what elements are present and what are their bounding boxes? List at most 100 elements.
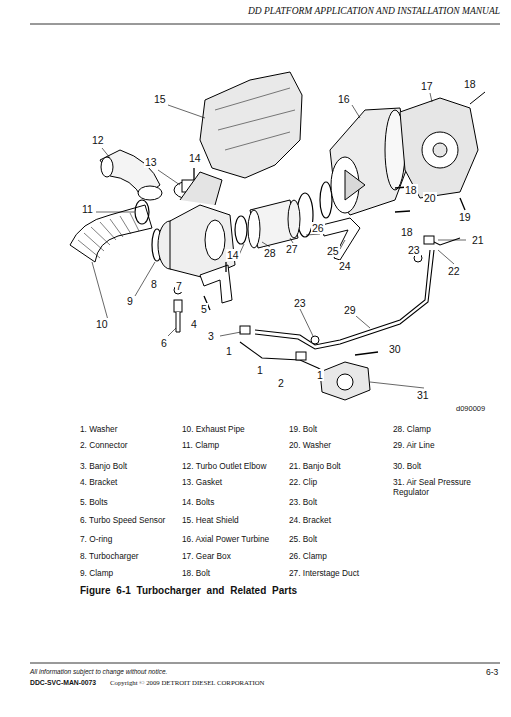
page-rule bbox=[30, 663, 500, 664]
clamp-ring bbox=[320, 182, 332, 218]
parts-list-item: 15. Heat Shield bbox=[182, 516, 239, 526]
exhaust-pipe bbox=[78, 213, 139, 258]
turbo-speed-sensor bbox=[174, 300, 182, 312]
drawing-number: d090009 bbox=[456, 405, 485, 414]
heat-shield bbox=[215, 88, 295, 150]
banjo-fitting bbox=[311, 336, 319, 344]
parts-list-item: 6. Turbo Speed Sensor bbox=[80, 516, 165, 526]
banjo-fitting bbox=[240, 236, 434, 360]
air-line bbox=[255, 250, 430, 345]
air-seal-pressure-regulator bbox=[320, 362, 370, 400]
parts-list-item: 13. Gasket bbox=[182, 478, 222, 488]
leader-line bbox=[220, 332, 241, 336]
callout-number: 23 bbox=[293, 297, 307, 309]
heat-shield bbox=[200, 72, 302, 178]
callout-number: 14 bbox=[226, 249, 240, 261]
parts-list-item: 20. Washer bbox=[289, 441, 331, 451]
callout-number: 28 bbox=[263, 247, 277, 259]
parts-list-item: 24. Bracket bbox=[289, 516, 331, 526]
leader-line bbox=[352, 105, 360, 118]
callout-number: 3 bbox=[207, 330, 215, 342]
callout-number: 1 bbox=[256, 364, 264, 376]
callout-number: 16 bbox=[337, 93, 351, 105]
callout-number: 31 bbox=[416, 389, 430, 401]
callout-number: 23 bbox=[407, 244, 421, 256]
leader-line bbox=[370, 382, 424, 388]
parts-list-item: 26. Clamp bbox=[289, 552, 327, 562]
callout-number: 26 bbox=[311, 222, 325, 234]
callout-number: 5 bbox=[200, 303, 208, 315]
air-seal-pressure-regulator bbox=[320, 362, 370, 400]
banjo-fitting bbox=[240, 326, 250, 334]
leader-line bbox=[430, 93, 432, 102]
page-header: DD PLATFORM APPLICATION AND INSTALLATION… bbox=[248, 6, 500, 17]
parts-list-item: 29. Air Line bbox=[393, 441, 435, 451]
callout-number: 8 bbox=[150, 278, 158, 290]
axial-power-turbine bbox=[345, 170, 365, 200]
bolt bbox=[193, 168, 194, 180]
parts-list-item: 11. Clamp bbox=[182, 441, 219, 451]
parts-list-item: 9. Clamp bbox=[80, 569, 113, 579]
turbocharger bbox=[180, 172, 222, 205]
turbocharger bbox=[205, 220, 225, 260]
callout-number: 1 bbox=[316, 369, 324, 381]
turbo-outlet-elbow bbox=[101, 157, 113, 177]
parts-list-item: 19. Bolt bbox=[289, 425, 317, 435]
copyright: Copyright © 2009 DETROIT DIESEL CORPORAT… bbox=[110, 679, 265, 687]
parts-list-item: 21. Banjo Bolt bbox=[289, 462, 341, 472]
gear-box bbox=[400, 98, 478, 198]
leader-line bbox=[92, 93, 466, 388]
parts-list-item: 30. Bolt bbox=[393, 462, 421, 472]
parts-list-item: 4. Bracket bbox=[80, 478, 117, 488]
turbo-outlet-elbow bbox=[138, 186, 162, 200]
banjo-fitting bbox=[424, 236, 434, 244]
callout-number: 20 bbox=[423, 192, 437, 204]
parts-list-item: 23. Bolt bbox=[289, 498, 317, 508]
callout-number: 18 bbox=[463, 78, 477, 90]
turbo-speed-sensor bbox=[174, 286, 182, 332]
gear-box bbox=[433, 143, 447, 157]
leader-line bbox=[96, 212, 134, 213]
parts-list-item: 14. Bolts bbox=[182, 498, 214, 508]
leader-line bbox=[239, 244, 244, 255]
parts-list-item: 18. Bolt bbox=[182, 569, 210, 579]
callout-number: 13 bbox=[144, 156, 158, 168]
axial-power-turbine bbox=[330, 108, 410, 215]
leader-line bbox=[158, 170, 180, 185]
parts-list-item: 31. Air Seal Pressure Regulator bbox=[393, 478, 488, 497]
callout-number: 30 bbox=[388, 343, 402, 355]
callout-number: 2 bbox=[277, 377, 285, 389]
parts-list-item: 3. Banjo Bolt bbox=[80, 462, 127, 472]
leader-line bbox=[168, 328, 176, 336]
leader-line bbox=[438, 240, 466, 241]
parts-list-item: 17. Gear Box bbox=[182, 552, 231, 562]
callout-number: 9 bbox=[126, 295, 134, 307]
parts-list-item: 28. Clamp bbox=[393, 425, 431, 435]
bolt bbox=[395, 211, 410, 212]
callout-number: 19 bbox=[458, 211, 472, 223]
banjo-fitting bbox=[296, 352, 306, 360]
parts-list-item: 22. Clip bbox=[289, 478, 317, 488]
figure-caption: Figure 6-1 Turbocharger and Related Part… bbox=[80, 585, 297, 597]
parts-list-item: 5. Bolts bbox=[80, 498, 108, 508]
callout-number: 11 bbox=[81, 203, 94, 215]
leader-line bbox=[102, 148, 110, 158]
clamp-ring bbox=[235, 216, 247, 244]
clamp-ring bbox=[135, 200, 149, 224]
bolt bbox=[460, 198, 465, 210]
parts-list-item: 25. Bolt bbox=[289, 535, 317, 545]
page-number: 6-3 bbox=[486, 668, 498, 678]
callout-number: 4 bbox=[190, 318, 198, 330]
heat-shield bbox=[200, 72, 302, 178]
parts-list-item: 16. Axial Power Turbine bbox=[182, 535, 269, 545]
interstage-duct bbox=[248, 200, 300, 248]
parts-list-item: 7. O-ring bbox=[80, 535, 112, 545]
parts-list-item: 10. Exhaust Pipe bbox=[182, 425, 245, 435]
air-line bbox=[255, 250, 434, 349]
callout-number: 6 bbox=[160, 337, 168, 349]
callout-number: 29 bbox=[343, 304, 357, 316]
parts-list-item: 8. Turbocharger bbox=[80, 552, 139, 562]
parts-list-item: 27. Interstage Duct bbox=[289, 569, 359, 579]
footer-note: All information subject to change withou… bbox=[30, 668, 167, 675]
